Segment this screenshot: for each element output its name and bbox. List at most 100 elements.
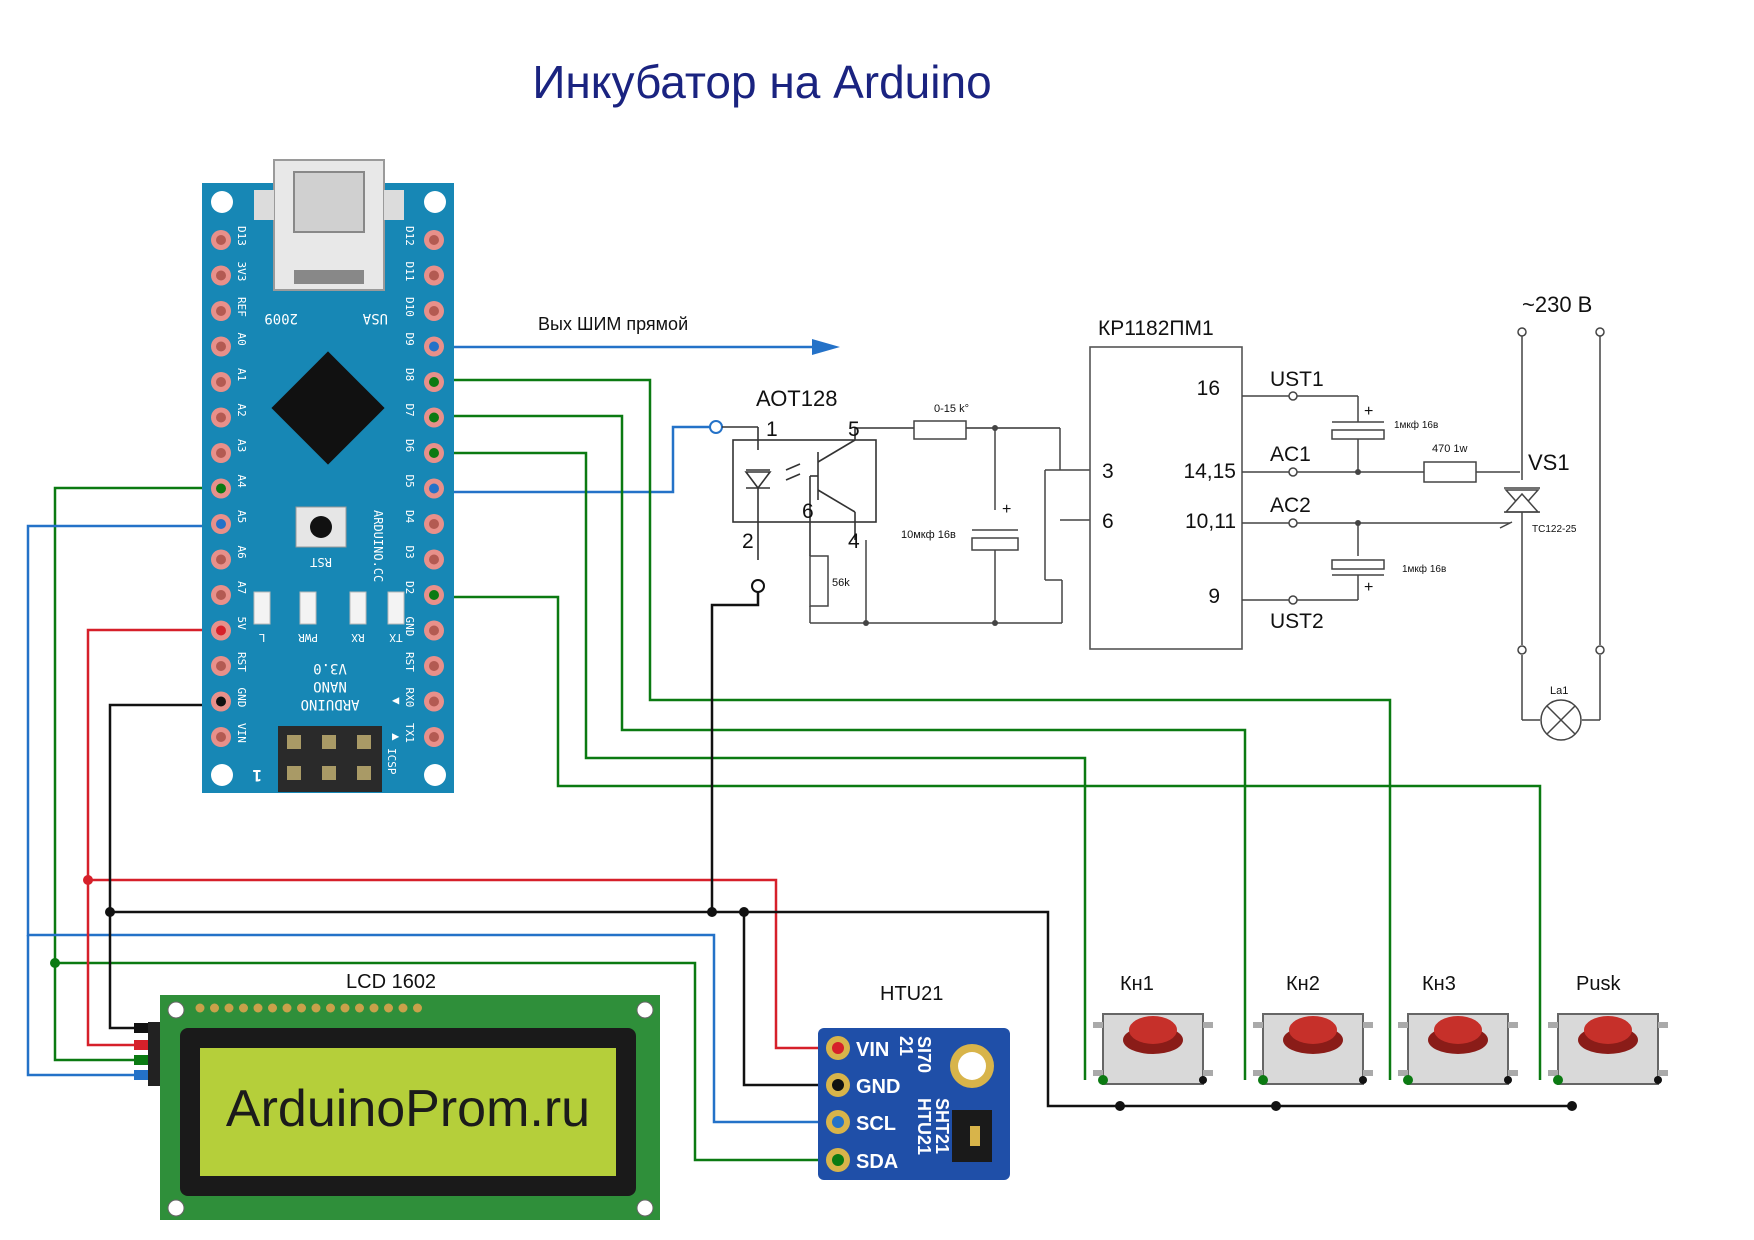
- opto-pin-5: 5: [848, 418, 860, 441]
- icsp-label: ICSP: [385, 748, 398, 775]
- triac-part: ТС122-25: [1532, 524, 1577, 535]
- wire-gnd-opto: [710, 588, 760, 912]
- wire-a4-lcd: [53, 963, 148, 1062]
- pushbutton-1[interactable]: [1093, 1013, 1213, 1085]
- lcd-header-pin: [340, 1003, 350, 1013]
- rc-network: [809, 420, 1090, 624]
- lcd-header-pin: [398, 1003, 408, 1013]
- lcd-header-pin: [326, 1003, 335, 1013]
- board-country: USA: [362, 310, 388, 326]
- button-cap[interactable]: [1129, 1016, 1177, 1044]
- htu-pin-vin: VIN: [856, 1039, 889, 1061]
- lcd-header-pin: [268, 1003, 277, 1013]
- board-site: ARDUINO.CC: [371, 510, 385, 582]
- htu-chip-line-4: HTU21: [914, 1098, 934, 1155]
- cap-top-plus-icon: +: [1364, 403, 1373, 420]
- wire-5v: [86, 628, 830, 1050]
- lamp-label: La1: [1550, 685, 1568, 697]
- chip-pin-3: 3: [1102, 460, 1114, 483]
- lcd-screen-text: ArduinoProm.ru: [226, 1080, 590, 1138]
- lcd-i2c-connector: [148, 1022, 160, 1086]
- wire-gnd-htu: [742, 912, 830, 1087]
- button-label-kn3: Кн3: [1422, 973, 1456, 995]
- chip-output-ac2: AC2: [1270, 494, 1311, 517]
- led-label-pwr: PWR: [298, 631, 318, 644]
- tx-arrow-icon: ▶: [392, 729, 400, 743]
- nano-pin-label: GND: [235, 688, 248, 708]
- htu21-module: [818, 1028, 1010, 1180]
- button-label-pusk: Pusk: [1576, 973, 1621, 995]
- nano-pin-label: D9: [403, 333, 416, 346]
- wire-junctions: [50, 875, 1577, 1111]
- lcd-header-pin: [311, 1003, 321, 1013]
- resistor-left-label: 56k: [832, 577, 850, 589]
- lcd-header-pin: [413, 1003, 422, 1013]
- wires: [26, 339, 1570, 1162]
- lcd-header-pin: [355, 1003, 364, 1013]
- button-cap[interactable]: [1289, 1016, 1337, 1044]
- triac-mains-circuit: [1499, 336, 1601, 741]
- lcd-i2c-pin: [134, 1040, 148, 1050]
- board-year: 2009: [264, 310, 298, 326]
- wire-5v-lcd: [86, 880, 148, 1047]
- wire-d2-pusk: [436, 595, 1542, 1080]
- arduino-nano-board: 2009 USA ARDUINO.CC RST L PWR RX TX ARDU…: [202, 159, 454, 793]
- model-line-2: NANO: [313, 678, 347, 694]
- lcd-header-pin: [384, 1003, 393, 1013]
- wire-a5-lcd: [26, 935, 148, 1077]
- mains-label: ~230 В: [1522, 292, 1592, 317]
- triac-name: VS1: [1528, 450, 1570, 475]
- lcd-screen: [200, 1048, 616, 1176]
- nano-pin-label: A3: [235, 439, 248, 452]
- rx-arrow-icon: ◀: [392, 693, 400, 707]
- lcd-header-pin: [282, 1003, 292, 1013]
- pwm-arrow-icon: [812, 339, 840, 355]
- htu-pin-gnd: GND: [856, 1076, 900, 1098]
- mains-terminals: [1517, 327, 1605, 655]
- pushbutton-4[interactable]: [1548, 1013, 1668, 1085]
- wire-gnd: [108, 703, 1570, 1108]
- opto-pin-6: 6: [802, 500, 814, 523]
- nano-pin-label: A1: [235, 368, 248, 381]
- nano-pin-label: A4: [235, 475, 248, 489]
- wire-d5-opto: [436, 425, 715, 494]
- lcd-header-pin: [297, 1003, 306, 1013]
- nano-pin-label: 3V3: [235, 262, 248, 282]
- nano-pin-label: D13: [235, 226, 248, 246]
- nano-pin-label: GND: [403, 617, 416, 637]
- wire-d6-kn1: [436, 451, 1087, 1080]
- nano-pin-label: D5: [403, 475, 416, 488]
- chip-output-ust2: UST2: [1270, 610, 1324, 633]
- pin1-mark: 1: [252, 766, 262, 785]
- nano-pin-label: A5: [235, 510, 248, 523]
- nano-pin-label: D7: [403, 404, 416, 417]
- htu-chip-line-2: 21: [896, 1036, 916, 1056]
- model-line-1: ARDUINO: [300, 696, 359, 712]
- htu-chip-line-3: SHT21: [932, 1098, 952, 1154]
- mcu-chip: [271, 351, 385, 465]
- lcd-1602-module: [134, 995, 660, 1220]
- nano-pin-label: D6: [403, 439, 416, 452]
- lcd-header-pin: [224, 1003, 234, 1013]
- button-cap[interactable]: [1584, 1016, 1632, 1044]
- lcd-name: LCD 1602: [346, 971, 436, 993]
- nano-pin-label: RST: [235, 652, 248, 672]
- led-label-l: L: [258, 631, 265, 644]
- lcd-i2c-pin: [134, 1023, 148, 1033]
- board-rst-label: RST: [310, 555, 332, 569]
- button-cap[interactable]: [1434, 1016, 1482, 1044]
- diagram-title: Инкубатор на Arduino: [532, 56, 991, 108]
- pushbutton-3[interactable]: [1398, 1013, 1518, 1085]
- opto-pin-2: 2: [742, 530, 754, 553]
- nano-pin-label: D3: [403, 546, 416, 559]
- nano-pin-label: D11: [403, 262, 416, 282]
- pushbutton-2[interactable]: [1253, 1013, 1373, 1085]
- nano-pin-label: A7: [235, 581, 248, 594]
- chip-output-terminals: [1288, 391, 1298, 605]
- cap-bottom-plus-icon: +: [1364, 579, 1373, 596]
- nano-pin-label: RST: [403, 652, 416, 672]
- htu-pin-sda: SDA: [856, 1151, 898, 1173]
